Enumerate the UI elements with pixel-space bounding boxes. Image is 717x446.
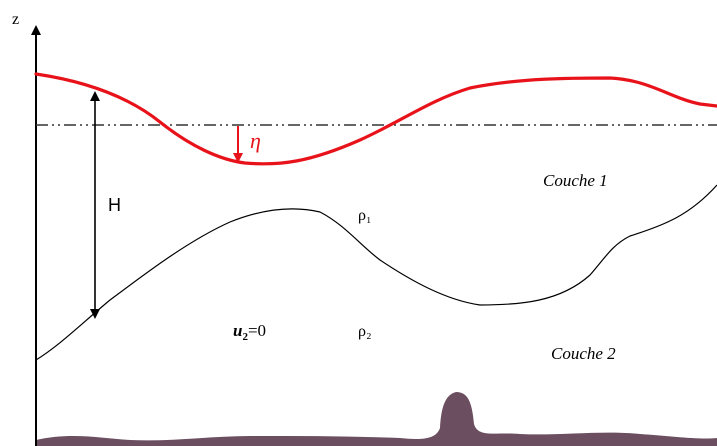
layer-interface-curve xyxy=(35,184,717,361)
z-axis-label: z xyxy=(12,11,19,28)
rho2-label: ρ₂ xyxy=(358,323,372,340)
u2-subscript: 2 xyxy=(242,331,248,343)
layer-1-label: Couche 1 xyxy=(543,171,608,190)
u2-equals-zero: =0 xyxy=(248,321,266,340)
eta-label: η xyxy=(250,128,261,153)
depth-H-label: H xyxy=(108,195,121,215)
u2-label: u2=0 xyxy=(233,321,266,343)
u2-symbol: u xyxy=(233,321,242,340)
rho1-label: ρ₁ xyxy=(358,207,372,224)
layer-2-label: Couche 2 xyxy=(551,344,616,363)
bottom-topography xyxy=(36,392,717,446)
free-surface-curve xyxy=(34,72,717,166)
